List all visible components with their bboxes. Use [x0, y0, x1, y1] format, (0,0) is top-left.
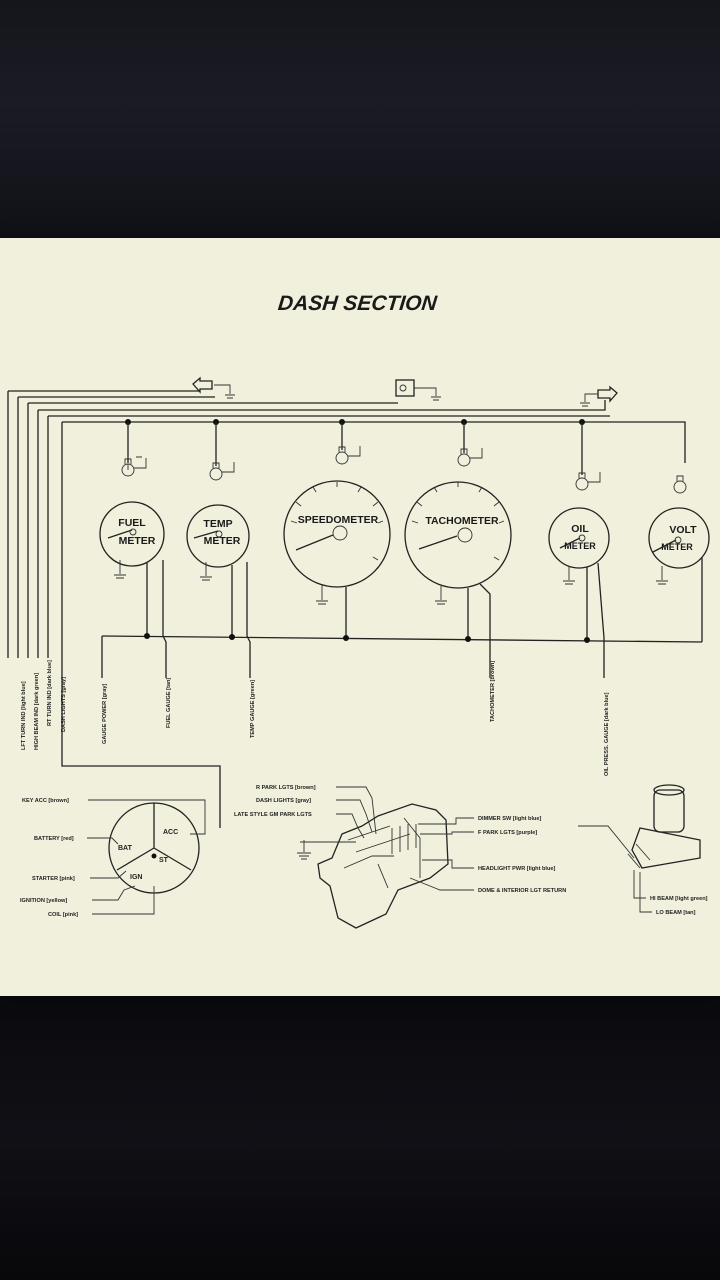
monitor-bezel-bottom — [0, 996, 720, 1280]
dimmer-label: DIMMER SW [light blue] — [478, 816, 542, 822]
ignition-switch: BAT ACC ST IGN — [87, 799, 206, 915]
oil-gauge-label: OIL — [571, 523, 589, 535]
rt-turn-label: RT TURN IND [dark blue] — [47, 660, 53, 726]
right-turn-indicator-icon — [580, 385, 618, 407]
tachometer-label: TACHOMETER — [425, 515, 499, 527]
high-beam-indicator-icon — [395, 379, 441, 401]
volt-gauge: VOLT METER — [648, 507, 710, 569]
hi-beam-label: HI BEAM [light green] — [650, 896, 708, 902]
dimmer-switch — [578, 784, 701, 913]
ign-bat-terminal: BAT — [118, 845, 133, 852]
battery-label: BATTERY [red] — [34, 836, 74, 842]
lo-beam-label: LO BEAM [tan] — [656, 910, 696, 916]
ignition-labels: KEY ACC [brown] BATTERY [red] STARTER [p… — [20, 798, 78, 918]
ign-st-terminal: ST — [159, 857, 169, 864]
volt-gauge-label: VOLT — [669, 524, 697, 536]
headlight-switch-labels: R PARK LGTS [brown] DASH LIGHTS [gray] L… — [234, 785, 566, 894]
gauge-lamp-bus — [125, 419, 585, 475]
lamp-bulb-icon — [121, 446, 687, 494]
wiring-diagram: DASH SECTION — [7, 292, 710, 929]
ign-ign-terminal: IGN — [130, 874, 142, 881]
temp-gauge: TEMP METER — [186, 504, 250, 568]
dome-label: DOME & INTERIOR LGT RETURN — [478, 888, 566, 894]
gauge-power-bus — [101, 558, 703, 678]
volt-meter-label: METER — [661, 542, 693, 552]
lft-turn-label: LFT TURN IND [light blue] — [21, 681, 27, 750]
coil-label: COIL [pink] — [48, 912, 78, 918]
tachometer-gauge: TACHOMETER — [404, 481, 512, 589]
hs-dash-lights-label: DASH LIGHTS [gray] — [256, 798, 311, 804]
speedometer-gauge: SPEEDOMETER — [283, 480, 391, 588]
diagram-title: DASH SECTION — [277, 292, 439, 315]
f-park-label: F PARK LGTS [purple] — [478, 830, 537, 836]
r-park-label: R PARK LGTS [brown] — [256, 785, 316, 791]
fuel-gauge-wire-label: FUEL GAUGE [tan] — [166, 678, 172, 728]
fuel-gauge-label: FUEL — [118, 517, 146, 529]
wiring-diagram-sheet: DASH SECTION — [0, 238, 720, 996]
left-wire-labels: LFT TURN IND [light blue] HIGH BEAM IND … — [21, 660, 67, 750]
bottom-wire-labels: GAUGE POWER [gray] FUEL GAUGE [tan] TEMP… — [102, 661, 610, 776]
dimmer-switch-labels: HI BEAM [light green] LO BEAM [tan] — [650, 896, 708, 916]
headlight-switch — [300, 786, 474, 929]
temp-gauge-wire-label: TEMP GAUGE [green] — [250, 680, 256, 738]
ground-symbols — [114, 560, 668, 860]
oil-gauge: OIL METER — [548, 507, 610, 569]
left-turn-indicator-icon — [192, 376, 235, 399]
dash-lights-label: DASH LIGHTS [gray] — [61, 677, 67, 732]
high-beam-label: HIGH BEAM IND [dark green] — [34, 673, 40, 750]
speedometer-label: SPEEDOMETER — [298, 514, 379, 526]
headlight-pwr-label: HEADLIGHT PWR [light blue] — [478, 866, 556, 872]
oil-meter-label: METER — [564, 541, 596, 551]
fuel-meter-label: METER — [119, 535, 156, 547]
temp-gauge-label: TEMP — [203, 518, 232, 530]
key-acc-label: KEY ACC [brown] — [22, 798, 69, 804]
oil-press-wire-label: OIL PRESS. GAUGE [dark blue] — [604, 692, 610, 776]
temp-meter-label: METER — [204, 535, 241, 547]
late-style-label: LATE STYLE GM PARK LGTS — [234, 812, 312, 818]
gauge-power-label: GAUGE POWER [gray] — [102, 684, 108, 744]
left-feed-wires — [7, 390, 686, 828]
fuel-gauge: FUEL METER — [99, 501, 165, 567]
ign-acc-terminal: ACC — [163, 829, 178, 836]
starter-label: STARTER [pink] — [32, 876, 75, 882]
tachometer-wire-label: TACHOMETER [brown] — [490, 661, 496, 722]
ignition-label: IGNITION [yellow] — [20, 898, 67, 904]
